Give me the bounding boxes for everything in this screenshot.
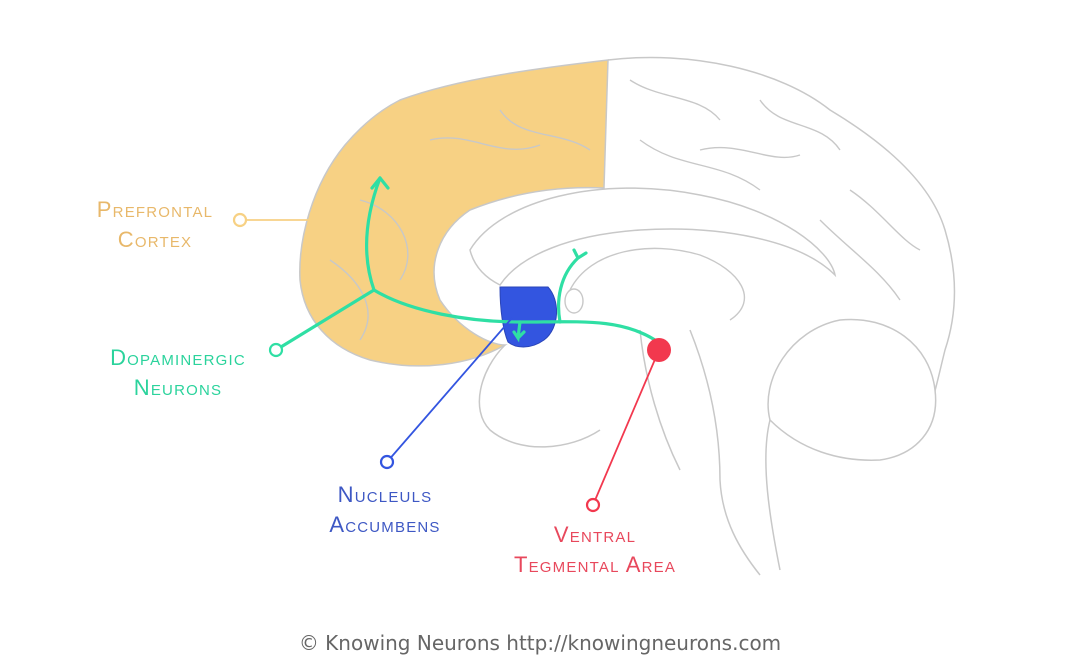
prefrontal-label-line2: Cortex [117, 227, 193, 252]
vta-label-line1: Ventral [553, 522, 637, 547]
vta-marker [585, 497, 601, 513]
anterior-commissure [564, 288, 584, 314]
prefrontal-label-line1: Prefrontal [96, 197, 214, 222]
brain-outline [607, 56, 956, 571]
temporal-lobe [478, 344, 601, 448]
dopaminergic-label-line2: Neurons [133, 375, 223, 400]
cerebellum [767, 318, 937, 461]
dopaminergic-marker [268, 342, 284, 358]
nucleus-leader [386, 317, 513, 463]
nucleus-accumbens-region [499, 286, 558, 348]
dopaminergic-label-line1: Dopaminergic [110, 345, 246, 370]
vta-leader [592, 349, 660, 506]
prefrontal-cortex-label: Prefrontal Cortex [60, 195, 250, 255]
credit-line: © Knowing Neurons http://knowingneurons.… [298, 631, 782, 655]
dopaminergic-pathways [274, 176, 657, 352]
corpus-callosum [469, 187, 837, 286]
dopaminergic-neurons-label: Dopaminergic Neurons [88, 343, 268, 403]
nucleus-label-line2: Accumbens [329, 512, 441, 537]
fornix-arc [569, 247, 746, 321]
prefrontal-marker [232, 212, 248, 228]
ventral-tegmental-area-label: Ventral Tegmental Area [495, 520, 695, 580]
nucleus-accumbens-label: Nucleuls Accumbens [300, 480, 470, 540]
cortex-folds [329, 79, 921, 341]
nucleus-label-line1: Nucleuls [337, 482, 433, 507]
vta-label-line2: Tegmental Area [513, 552, 677, 577]
prefrontal-cortex-region [299, 59, 609, 367]
nucleus-marker [379, 454, 395, 470]
brainstem [639, 329, 761, 576]
